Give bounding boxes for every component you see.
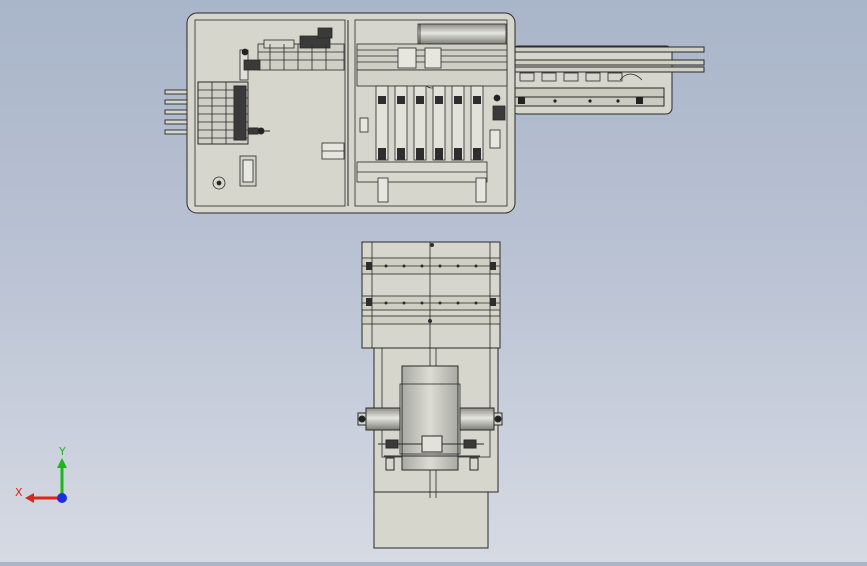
- y-axis-head: [57, 458, 67, 468]
- x-axis-head: [25, 493, 34, 503]
- z-axis-dot: [57, 493, 67, 503]
- conveyor-arm: [511, 45, 705, 115]
- lower-left-items: [212, 142, 345, 190]
- x-axis-label: X: [15, 486, 23, 499]
- drum-motor: [401, 365, 459, 471]
- axis-triad: Y X: [15, 445, 67, 503]
- left-feeder-rods: [164, 89, 188, 135]
- y-axis-label: Y: [58, 445, 66, 458]
- top-view-assembly[interactable]: [164, 12, 705, 214]
- left-module: [197, 81, 270, 145]
- base-block: [373, 491, 489, 549]
- upper-mechanism: [239, 27, 345, 81]
- shaft-coupling: [378, 435, 484, 471]
- front-view-assembly[interactable]: [357, 241, 503, 549]
- side-cylinders: [357, 407, 503, 431]
- right-module: [356, 23, 508, 203]
